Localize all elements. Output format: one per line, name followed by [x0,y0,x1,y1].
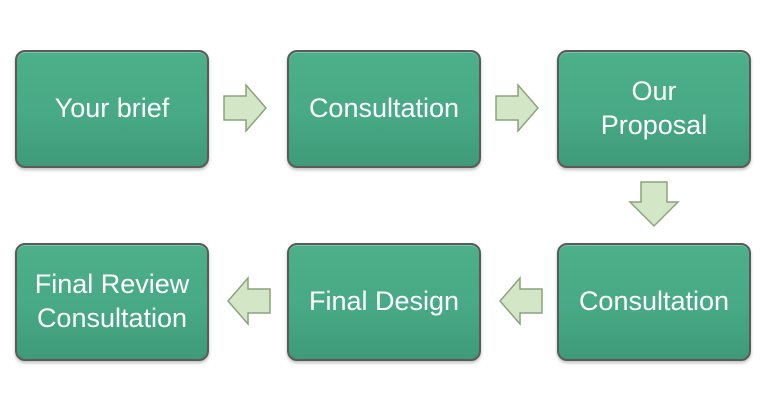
step-your-brief: Your brief [15,50,209,168]
arrow-left-icon [499,276,543,326]
arrow-left-icon [227,276,271,326]
step-our-proposal: Our Proposal [557,50,751,168]
step-final-design: Final Design [287,243,481,361]
step-consultation: Consultation [287,50,481,168]
arrow-right-icon [223,83,267,133]
arrow-down-icon [628,181,680,228]
arrow-right-icon [495,83,539,133]
step-consultation-2: Consultation [557,243,751,361]
step-final-review-consultation: Final Review Consultation [15,243,209,361]
